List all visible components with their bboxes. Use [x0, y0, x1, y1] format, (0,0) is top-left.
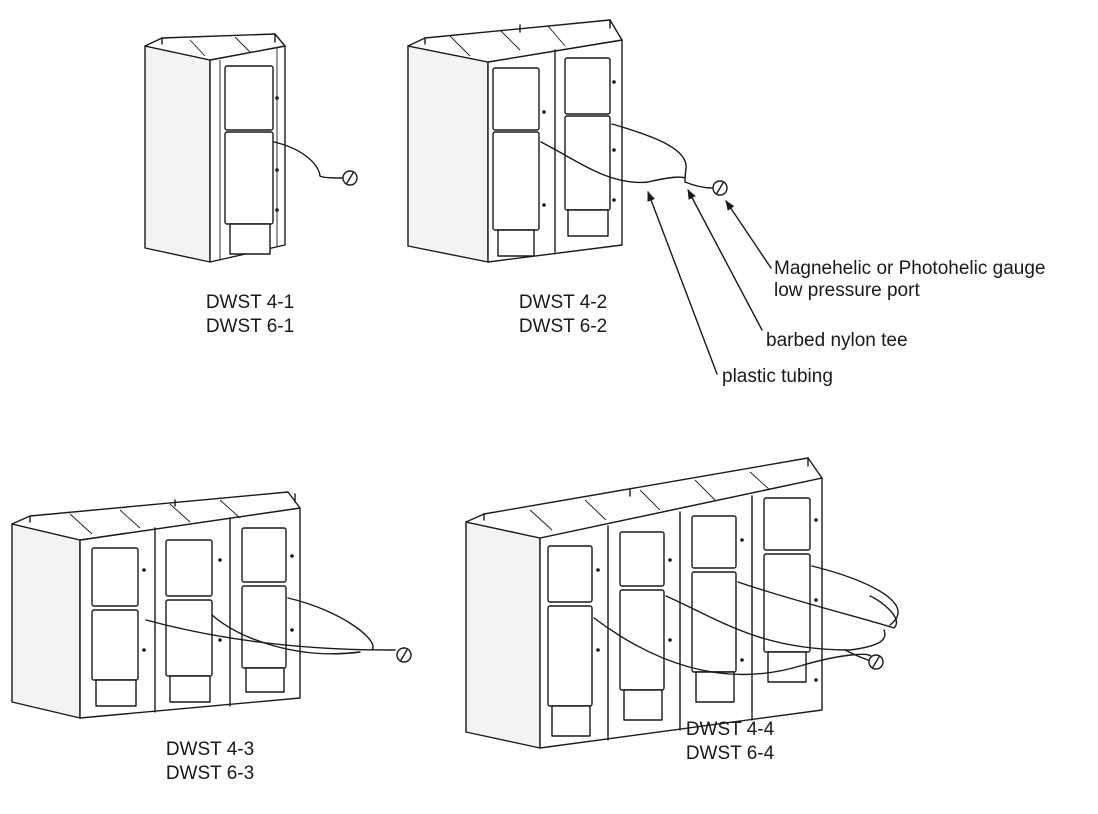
caption-line: DWST 4-3	[165, 739, 255, 760]
access-door-upper	[241, 527, 287, 583]
access-door-upper	[564, 57, 611, 115]
plastic-tubing	[145, 619, 396, 651]
plastic-tubing	[273, 141, 343, 179]
hopper-panel	[245, 667, 285, 693]
barbed-nylon-tee	[684, 181, 713, 189]
caption-unit-1: DWST 4-1 DWST 6-1	[190, 291, 310, 339]
callout-tubing-text: plastic tubing	[722, 366, 833, 387]
caption-unit-3: DWST 4-3 DWST 6-3	[150, 738, 270, 786]
plastic-tubing	[737, 581, 897, 629]
access-door-lower	[224, 131, 274, 225]
access-door-lower	[691, 571, 737, 673]
access-door-lower	[165, 599, 213, 677]
access-door-lower	[492, 131, 540, 231]
callout-tee-text: barbed nylon tee	[766, 330, 908, 351]
caption-line: DWST 6-1	[205, 316, 295, 337]
hopper-panel	[623, 689, 663, 721]
caption-line: DWST 4-4	[685, 719, 775, 740]
caption-line: DWST 6-4	[685, 743, 775, 764]
access-door-upper	[763, 497, 811, 551]
access-door-lower	[763, 553, 811, 653]
hopper-panel	[567, 209, 609, 237]
caption-line: DWST 6-3	[165, 763, 255, 784]
access-door-lower	[564, 115, 611, 211]
plastic-tubing	[593, 617, 873, 676]
gauge-port-icon	[712, 180, 728, 196]
hopper-panel	[95, 679, 137, 707]
hopper-panel	[695, 671, 735, 703]
hopper-panel	[551, 705, 591, 737]
gauge-port-icon	[868, 654, 884, 670]
callout-gauge-line: low pressure port	[774, 280, 920, 301]
plastic-tubing	[540, 141, 686, 184]
hopper-panel	[169, 675, 211, 703]
caption-line: DWST 6-2	[518, 316, 608, 337]
callout-tubing: plastic tubing	[722, 366, 833, 388]
access-door-lower	[241, 585, 287, 669]
access-door-upper	[91, 547, 139, 607]
plastic-tubing	[287, 597, 374, 651]
access-door-upper	[547, 545, 593, 603]
caption-line: DWST 4-2	[518, 292, 608, 313]
access-door-upper	[224, 65, 274, 131]
plastic-tubing	[844, 649, 869, 661]
unit-dwst-4	[465, 457, 899, 749]
plastic-tubing	[811, 565, 899, 626]
callout-leaders	[647, 189, 772, 375]
access-door-upper	[492, 67, 540, 131]
plastic-tubing	[611, 123, 687, 183]
caption-unit-4: DWST 4-4 DWST 6-4	[670, 718, 790, 766]
hopper-panel	[497, 229, 535, 257]
unit-dwst-3	[11, 491, 412, 719]
access-door-lower	[91, 609, 139, 681]
unit-dwst-1	[144, 33, 358, 263]
hopper-panel	[767, 651, 807, 683]
access-door-upper	[165, 539, 213, 597]
access-door-upper	[691, 515, 737, 569]
caption-unit-2: DWST 4-2 DWST 6-2	[503, 291, 623, 339]
plastic-tubing	[665, 595, 886, 651]
access-door-upper	[619, 531, 665, 587]
access-door-lower	[547, 605, 593, 707]
gauge-port-icon	[396, 647, 412, 663]
callout-gauge-line: Magnehelic or Photohelic gauge	[774, 258, 1046, 279]
unit-dwst-2	[407, 19, 728, 263]
caption-line: DWST 4-1	[205, 292, 295, 313]
hopper-panel	[229, 223, 271, 255]
gauge-port-icon	[342, 170, 358, 186]
plastic-tubing	[211, 614, 361, 655]
callout-gauge: Magnehelic or Photohelic gauge low press…	[774, 258, 1045, 302]
callout-tee: barbed nylon tee	[766, 330, 908, 352]
